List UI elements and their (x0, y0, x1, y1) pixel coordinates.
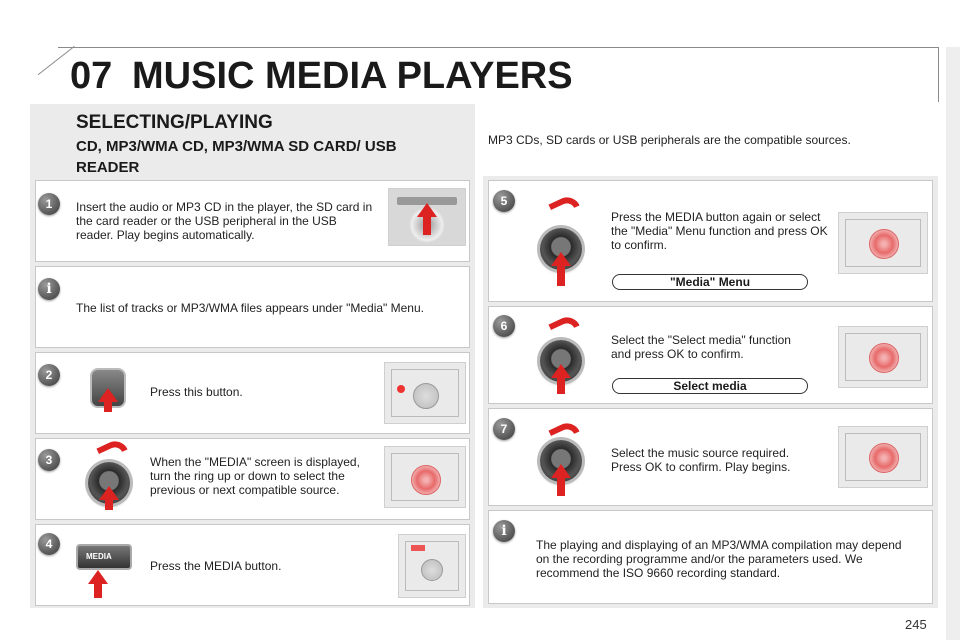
step-number-badge: 2 (38, 364, 60, 386)
console-panel (391, 369, 459, 417)
step-number-badge: 1 (38, 193, 60, 215)
step-number-badge: 6 (493, 315, 515, 337)
dial-highlight-icon (869, 229, 899, 259)
section-subtitle: CD, MP3/WMA CD, MP3/WMA SD CARD/ USB REA… (76, 138, 397, 176)
media-button: MEDIA (76, 544, 132, 570)
press-arrow-icon (98, 388, 118, 402)
info-2-box (488, 510, 933, 604)
press-arrow-stem (94, 584, 102, 598)
page-edge-strip (946, 47, 960, 640)
step-5-text: Press the MEDIA button again or select t… (611, 210, 828, 252)
step-7-text: Select the music source required. Press … (611, 446, 791, 474)
press-arrow-icon (551, 252, 571, 266)
media-menu-pill: "Media" Menu (612, 274, 808, 290)
step-number-badge: 4 (38, 533, 60, 555)
console-image-step-6 (838, 326, 928, 388)
press-arrow-stem (105, 500, 113, 510)
step-3-text: When the "MEDIA" screen is displayed, tu… (150, 455, 360, 497)
media-key-highlight-icon (411, 545, 425, 551)
media-button-label: MEDIA (86, 552, 112, 561)
press-arrow-icon (99, 486, 119, 500)
info-1-box (35, 266, 470, 348)
console-panel (845, 219, 921, 267)
select-media-pill: Select media (612, 378, 808, 394)
intro-text: MP3 CDs, SD cards or USB peripherals are… (488, 133, 851, 147)
press-arrow-icon (551, 364, 571, 378)
step-number-badge: 5 (493, 190, 515, 212)
cd-player-image (388, 188, 466, 246)
console-knob-icon (413, 383, 439, 409)
step-number-badge: 3 (38, 449, 60, 471)
chapter-number: 07 (70, 55, 113, 97)
page-title: MUSIC MEDIA PLAYERS (132, 55, 573, 97)
dial-highlight-icon (411, 465, 441, 495)
info-icon: i (38, 278, 60, 300)
dial-highlight-icon (869, 343, 899, 373)
press-arrow-stem (557, 378, 565, 394)
console-image-step-4 (398, 534, 466, 598)
dial-highlight-icon (869, 443, 899, 473)
step-6-text: Select the "Select media" function and p… (611, 333, 791, 361)
page-number: 245 (905, 617, 927, 632)
info-2-text: The playing and displaying of an MP3/WMA… (536, 538, 902, 580)
header-rule (58, 47, 938, 48)
press-arrow-stem (104, 402, 112, 412)
console-image-step-5 (838, 212, 928, 274)
insert-arrow-icon (417, 203, 437, 217)
console-panel (845, 433, 921, 481)
step-1-text: Insert the audio or MP3 CD in the player… (76, 200, 373, 242)
info-1-text: The list of tracks or MP3/WMA files appe… (76, 301, 424, 315)
step-4-text: Press the MEDIA button. (150, 559, 282, 573)
press-arrow-icon (551, 464, 571, 478)
press-arrow-stem (557, 478, 565, 496)
step-number-badge: 7 (493, 418, 515, 440)
press-arrow-stem (557, 266, 565, 286)
console-knob-icon (421, 559, 443, 581)
console-panel (405, 541, 459, 591)
press-arrow-icon (88, 570, 108, 584)
info-icon: i (493, 520, 515, 542)
console-image-step-3 (384, 446, 466, 508)
header-rule-vertical (938, 47, 939, 102)
section-title: SELECTING/PLAYING (76, 112, 273, 133)
cd-slot-icon (397, 197, 457, 205)
console-image-step-2 (384, 362, 466, 424)
highlight-button-icon (397, 385, 405, 393)
console-panel (845, 333, 921, 381)
step-2-text: Press this button. (150, 385, 243, 399)
console-panel (391, 453, 459, 501)
console-image-step-7 (838, 426, 928, 488)
insert-arrow-stem (423, 217, 431, 235)
